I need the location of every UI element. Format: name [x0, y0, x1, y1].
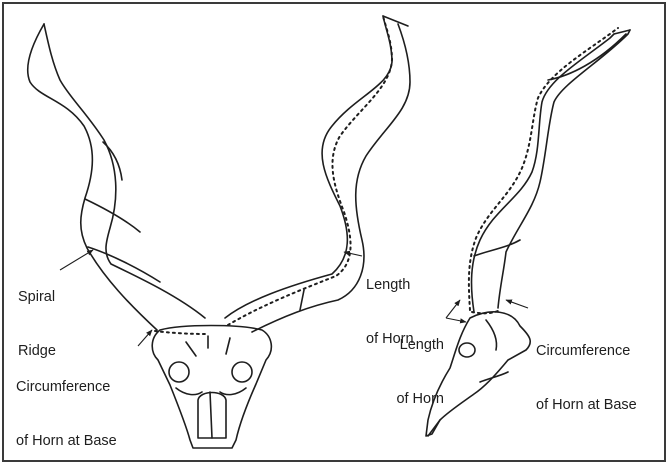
side-length-label: Length of Horn [380, 300, 444, 426]
side-length-arrow-top [446, 300, 460, 318]
side-view-horn [472, 30, 630, 312]
spiral-ridge-arrow [60, 250, 93, 270]
front-view-measure-lines [155, 16, 392, 334]
side-view-measure-lines [469, 28, 618, 313]
front-circumference-arrow [138, 330, 152, 346]
side-circumference-label: Circumference of Horn at Base [536, 306, 637, 432]
side-circumference-arrow [506, 300, 528, 308]
front-circumference-label: Circumference of Horn at Base [16, 342, 117, 468]
front-length-arrow [344, 252, 362, 256]
front-view-skull [152, 326, 271, 449]
side-length-arrow-bottom [446, 318, 466, 322]
